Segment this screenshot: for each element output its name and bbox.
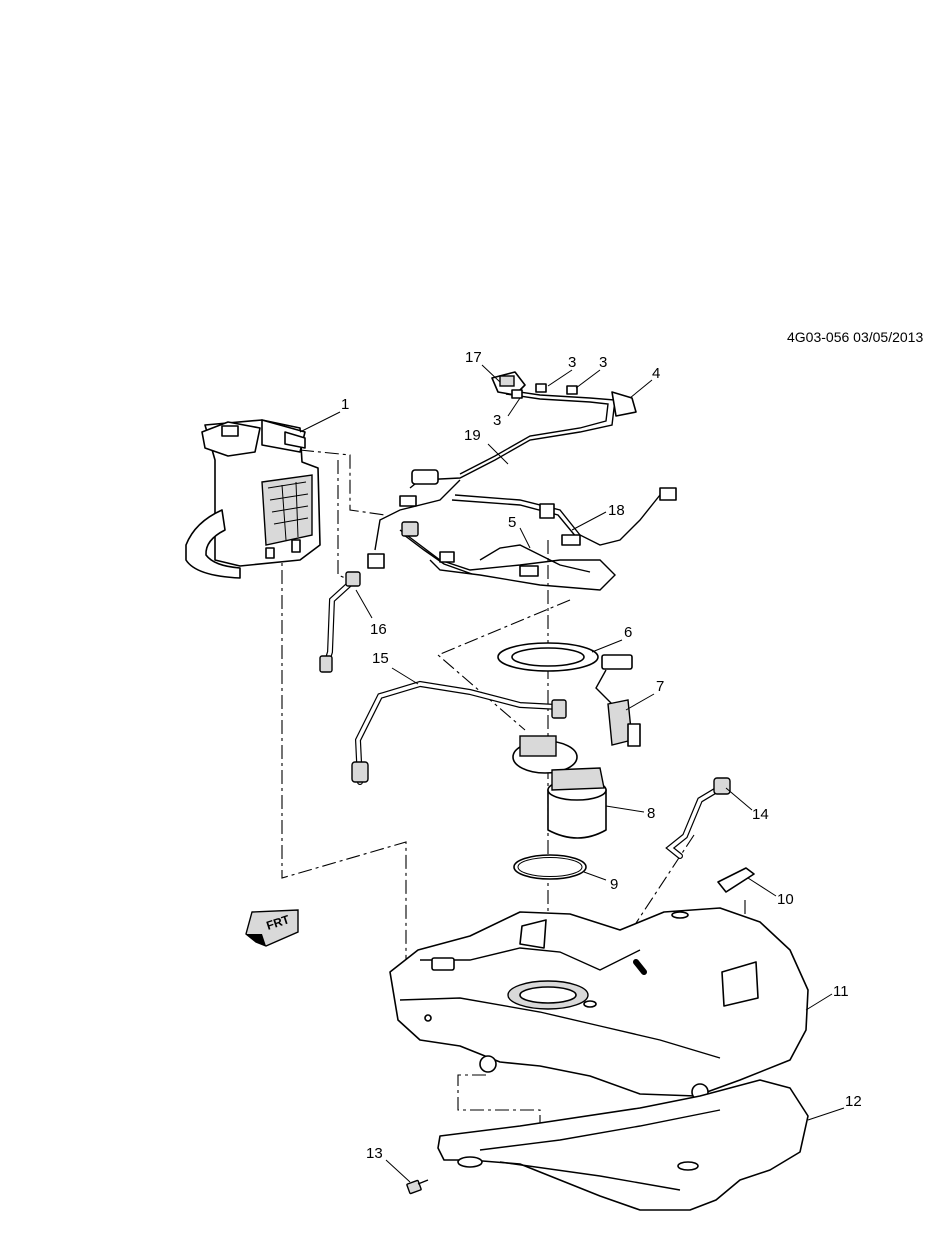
callout-9: 9 [610,876,618,893]
fuel-vent-pipe [665,777,731,859]
canister-vent-hose [319,571,361,673]
fuel-tank [389,907,809,1101]
evap-canister [185,419,321,579]
fuel-tank-pad [717,867,755,893]
callout-7: 7 [656,678,664,695]
diagram-reference: 4G03-056 03/05/2013 [787,329,924,345]
callout-11: 11 [833,983,849,1000]
callout-3-lower: 3 [493,412,501,429]
callout-5: 5 [508,514,516,531]
callout-labels: 1 3 3 3 4 5 6 7 8 9 10 11 12 13 14 15 16… [341,349,862,1162]
callout-12: 12 [845,1093,862,1110]
callout-18: 18 [608,502,625,519]
shield-bolt [406,1179,429,1195]
callout-13: 13 [366,1145,383,1162]
callout-1: 1 [341,396,349,413]
callout-10: 10 [777,891,794,908]
wiring-harness [367,371,677,591]
fuel-pump-lock-ring [497,642,599,672]
callout-17: 17 [465,349,482,366]
callout-6: 6 [624,624,632,641]
fuel-pump-module [512,735,607,839]
callout-leaders [299,364,845,1183]
fuel-feed-pipe [351,680,567,785]
callout-8: 8 [647,805,655,822]
fuel-level-sender [595,654,641,747]
callout-4: 4 [652,365,660,382]
front-direction-indicator: FRT [245,909,299,947]
callout-16: 16 [370,621,387,638]
fuel-tank-shield [437,1079,809,1211]
callout-3-upper-left: 3 [568,354,576,371]
callout-15: 15 [372,650,389,667]
callout-3-upper-right: 3 [599,354,607,371]
callout-14: 14 [752,806,769,823]
callout-19: 19 [464,427,481,444]
fuel-pump-seal [513,854,587,880]
